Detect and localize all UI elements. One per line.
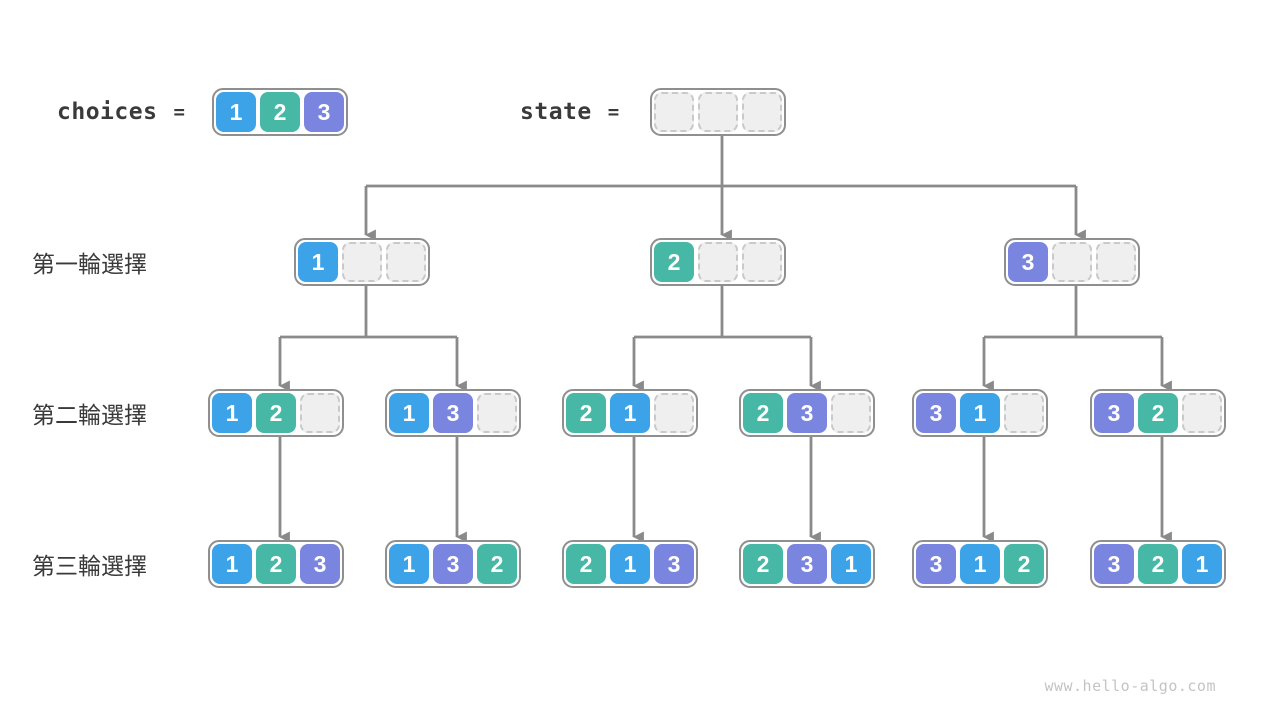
choices-equation: choices = — [57, 88, 185, 136]
array-cell-empty — [342, 242, 382, 282]
array-cell-2: 2 — [256, 544, 296, 584]
array-cell-empty — [477, 393, 517, 433]
array-cell-1: 1 — [1182, 544, 1222, 584]
state-array — [650, 88, 786, 136]
state-node-r1-2: 2 — [650, 238, 786, 286]
array-cell-empty — [698, 242, 738, 282]
array-cell-2: 2 — [477, 544, 517, 584]
array-cell-2: 2 — [566, 393, 606, 433]
round-2-label: 第二輪選擇 — [32, 402, 147, 428]
array-cell-1: 1 — [960, 544, 1000, 584]
array-cell-3: 3 — [1094, 544, 1134, 584]
array-cell-1: 1 — [610, 393, 650, 433]
array-cell-empty — [1182, 393, 1222, 433]
array-cell-1: 1 — [831, 544, 871, 584]
array-cell-1: 1 — [212, 544, 252, 584]
array-cell-1: 1 — [389, 544, 429, 584]
array-cell-empty — [831, 393, 871, 433]
equals-sign: = — [173, 101, 186, 123]
array-cell-1: 1 — [212, 393, 252, 433]
array-cell-1: 1 — [216, 92, 256, 132]
array-cell-2: 2 — [1004, 544, 1044, 584]
array-cell-3: 3 — [654, 544, 694, 584]
array-cell-3: 3 — [787, 393, 827, 433]
array-cell-2: 2 — [1138, 393, 1178, 433]
array-cell-2: 2 — [654, 242, 694, 282]
array-cell-1: 1 — [389, 393, 429, 433]
array-cell-2: 2 — [1138, 544, 1178, 584]
array-cell-3: 3 — [787, 544, 827, 584]
array-cell-empty — [1052, 242, 1092, 282]
array-cell-1: 1 — [960, 393, 1000, 433]
array-cell-empty — [654, 393, 694, 433]
round-1-label: 第一輪選擇 — [32, 251, 147, 277]
array-cell-2: 2 — [743, 544, 783, 584]
array-cell-2: 2 — [260, 92, 300, 132]
array-cell-empty — [742, 242, 782, 282]
state-node-r1-1: 1 — [294, 238, 430, 286]
array-cell-1: 1 — [610, 544, 650, 584]
state-equation: state = — [520, 88, 620, 136]
array-cell-empty — [1004, 393, 1044, 433]
state-node-r1-3: 3 — [1004, 238, 1140, 286]
array-cell-empty — [654, 92, 694, 132]
array-cell-1: 1 — [298, 242, 338, 282]
choices-label: choices — [57, 99, 158, 125]
array-cell-3: 3 — [433, 544, 473, 584]
array-cell-3: 3 — [304, 92, 344, 132]
array-cell-3: 3 — [1094, 393, 1134, 433]
round-3-label: 第三輪選擇 — [32, 553, 147, 579]
state-label: state — [520, 99, 592, 125]
array-cell-empty — [698, 92, 738, 132]
array-cell-empty — [300, 393, 340, 433]
array-cell-3: 3 — [1008, 242, 1048, 282]
array-cell-2: 2 — [256, 393, 296, 433]
array-cell-empty — [386, 242, 426, 282]
array-cell-3: 3 — [916, 544, 956, 584]
equals-sign: = — [607, 101, 620, 123]
array-cell-3: 3 — [916, 393, 956, 433]
array-cell-empty — [1096, 242, 1136, 282]
array-cell-2: 2 — [743, 393, 783, 433]
array-cell-empty — [742, 92, 782, 132]
array-cell-3: 3 — [300, 544, 340, 584]
array-cell-2: 2 — [566, 544, 606, 584]
array-cell-3: 3 — [433, 393, 473, 433]
watermark: www.hello-algo.com — [1044, 677, 1216, 695]
